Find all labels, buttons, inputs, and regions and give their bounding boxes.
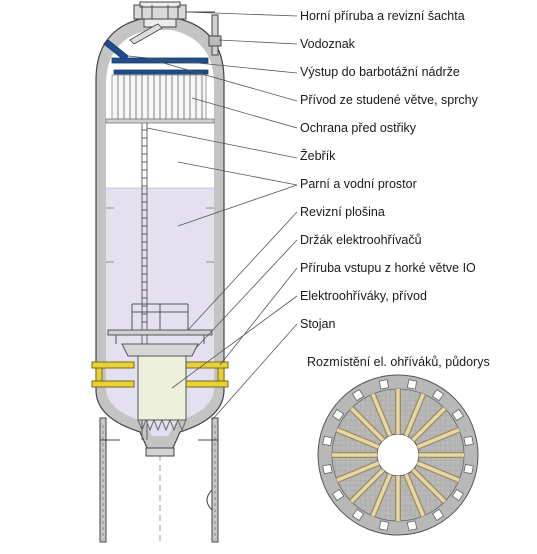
plan-rim-blocks [322, 379, 474, 531]
label-heater-support: Držák elektroohřívačů [300, 233, 422, 247]
plan-rim-block [451, 488, 464, 502]
plan-rim-block [332, 488, 345, 502]
heater-support [121, 343, 199, 357]
plan-rim-block [451, 408, 464, 422]
support-stand [99, 417, 219, 545]
plan-rim-block [378, 520, 390, 531]
wall-brackets [106, 207, 214, 263]
plan-title: Rozmístění el. ohříváků, půdorys [307, 355, 490, 369]
plan-rim-block [463, 463, 474, 475]
plan-heater-spoke-core [371, 393, 392, 437]
spray-piping [103, 23, 209, 75]
plan-heater-spoke-core [404, 473, 425, 517]
plan-rim-block [431, 508, 445, 521]
plan-heater-spoke-core [404, 393, 425, 437]
label-splash-guard: Ochrana před ostřiky [300, 121, 417, 135]
plan-rim-block [351, 389, 365, 402]
label-ladder: Žebřík [300, 149, 336, 163]
plan-heater-spoke-core [411, 468, 446, 503]
plan-heater-spoke-core [411, 407, 446, 442]
plan-rim-block [406, 379, 418, 390]
inspection-platform [107, 303, 213, 344]
label-steam-water-space: Parní a vodní prostor [300, 177, 417, 191]
plan-heater-spoke-core [350, 407, 385, 442]
plan-heater-spoke-core [336, 428, 380, 449]
electric-heaters [137, 355, 187, 432]
plan-rim-block [322, 463, 333, 475]
label-heaters-supply: Elektroohříváky, přívod [300, 289, 427, 303]
plan-heater-spoke-core [416, 428, 460, 449]
plan-rim-block [378, 379, 390, 390]
plan-heater-spokes [332, 389, 464, 521]
plan-rim-block [463, 435, 474, 447]
plan-rim-block [351, 508, 365, 521]
plan-heater-spoke-core [336, 461, 380, 482]
plan-rim-block [406, 520, 418, 531]
plan-rim-block [431, 389, 445, 402]
leader-lines [127, 11, 298, 421]
label-water-gauge: Vodoznak [300, 37, 355, 51]
plan-heater-spoke-core [416, 461, 460, 482]
label-stand: Stojan [300, 317, 336, 331]
plan-rim-block [322, 435, 333, 447]
label-relief-outlet: Výstup do barbotážní nádrže [300, 65, 460, 79]
label-inspection-platform: Revizní plošina [300, 205, 385, 219]
splash-guard [105, 74, 215, 124]
plan-heater-spoke-core [371, 473, 392, 517]
top-flange [133, 1, 187, 28]
label-spray-inlet: Přívod ze studené větve, sprchy [300, 93, 478, 107]
label-hot-leg-flange: Příruba vstupu z horké větve IO [300, 261, 476, 275]
label-top-flange: Horní příruba a revizní šachta [300, 9, 465, 23]
plan-heater-spoke-core [350, 468, 385, 503]
heater-layout-plan [317, 374, 479, 536]
plan-rim-block [332, 408, 345, 422]
bottom-nozzle [145, 447, 175, 457]
